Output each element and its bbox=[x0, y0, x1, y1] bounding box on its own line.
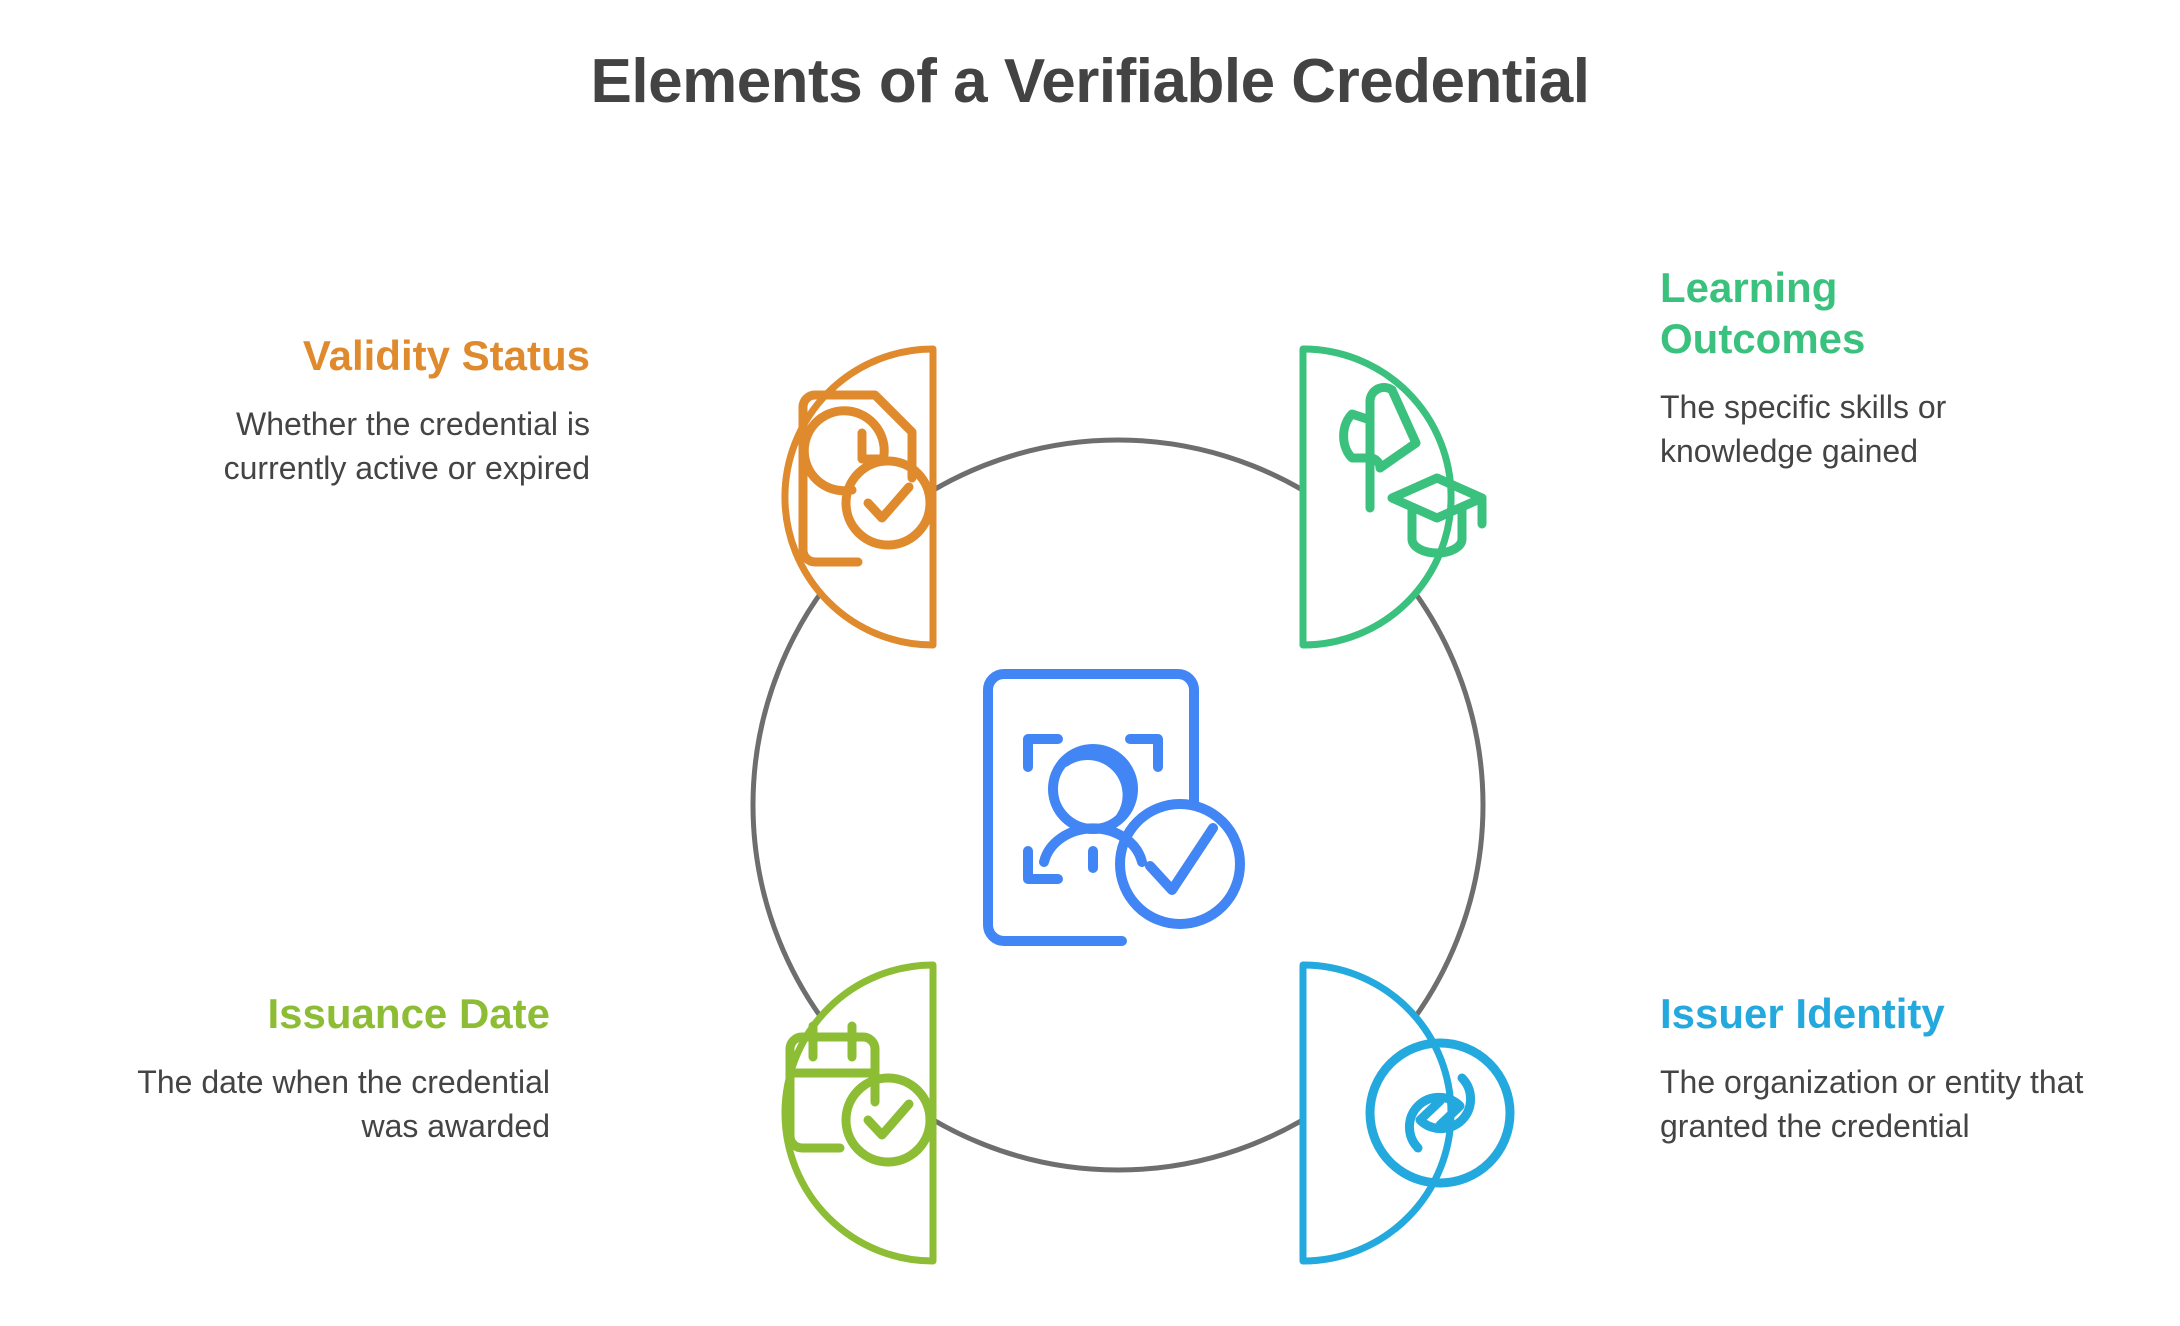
body-learning-outcomes: The specific skills or knowledge gained bbox=[1660, 389, 1947, 469]
center-credential-icon[interactable] bbox=[983, 669, 1245, 946]
block-learning-outcomes: Learning Outcomes The specific skills or… bbox=[1660, 262, 2130, 474]
linked-circle-identity-icon bbox=[1365, 1038, 1515, 1188]
body-validity-status: Whether the credential is currently acti… bbox=[223, 406, 590, 486]
page-title: Elements of a Verifiable Credential bbox=[590, 47, 1590, 116]
heading-issuer-identity: Issuer Identity bbox=[1660, 990, 1945, 1037]
petal-learning-outcomes[interactable] bbox=[1299, 345, 1487, 649]
calendar-check-icon bbox=[785, 1021, 935, 1167]
petal-issuance-date[interactable] bbox=[781, 961, 937, 1265]
petal-validity-status[interactable] bbox=[781, 345, 937, 649]
petal-issuer-identity[interactable] bbox=[1299, 961, 1515, 1265]
heading-learning-outcomes: Learning Outcomes bbox=[1660, 264, 1866, 363]
id-card-face-scan-verified-icon bbox=[983, 669, 1245, 946]
block-issuer-identity: Issuer Identity The organization or enti… bbox=[1660, 988, 2130, 1148]
body-issuance-date: The date when the credential was awarded bbox=[137, 1064, 550, 1144]
petal-outline-learning bbox=[1299, 345, 1455, 649]
body-issuer-identity: The organization or entity that granted … bbox=[1660, 1064, 2084, 1144]
block-validity-status: Validity Status Whether the credential i… bbox=[120, 330, 590, 490]
heading-issuance-date: Issuance Date bbox=[267, 990, 550, 1037]
block-issuance-date: Issuance Date The date when the credenti… bbox=[80, 988, 550, 1148]
heading-validity-status: Validity Status bbox=[302, 332, 590, 379]
flag-graduation-cap-icon bbox=[1339, 383, 1487, 558]
petal-outline-issuance bbox=[781, 961, 937, 1265]
center-ring bbox=[750, 437, 1486, 1173]
document-clock-check-icon bbox=[798, 390, 935, 567]
